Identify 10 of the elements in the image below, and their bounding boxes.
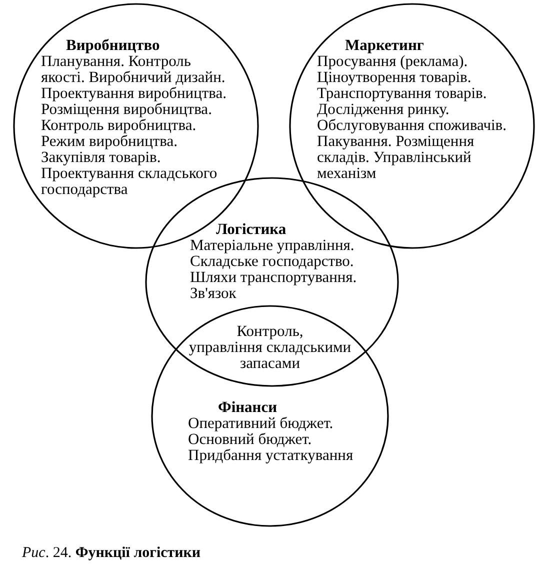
circle-text: Матеріальне управління. Складське господарство. Шляхи транспортування. Зв'язок [190, 238, 358, 302]
circle-text: Просування (реклама). Ціноутворення товарів. Транспортування товарів. Дослідження ринку. Обслуговування споживачів. Пакування. Розміщення складів. Управлінський механізм [317, 54, 508, 182]
circle-title: Маркетинг [345, 38, 424, 54]
circle-title: Логістика [216, 222, 286, 238]
circle-title: Фінанси [218, 400, 278, 416]
figure-caption: Рис. 24. Функції логістики [22, 544, 201, 562]
overlap-text: Контроль, управління складськими запасами [188, 324, 352, 372]
circle-title: Виробництво [66, 38, 160, 54]
circle-text: Оперативний бюджет. Основний бюджет. Придбання устаткування [188, 416, 354, 464]
circle-text: Планування. Контроль якості. Виробничий дизайн. Проектування виробництва. Розміщення виробництва. Контроль виробництва. Режим виробництва. Закупівля товарів. Проектування складського господарства [41, 54, 228, 198]
